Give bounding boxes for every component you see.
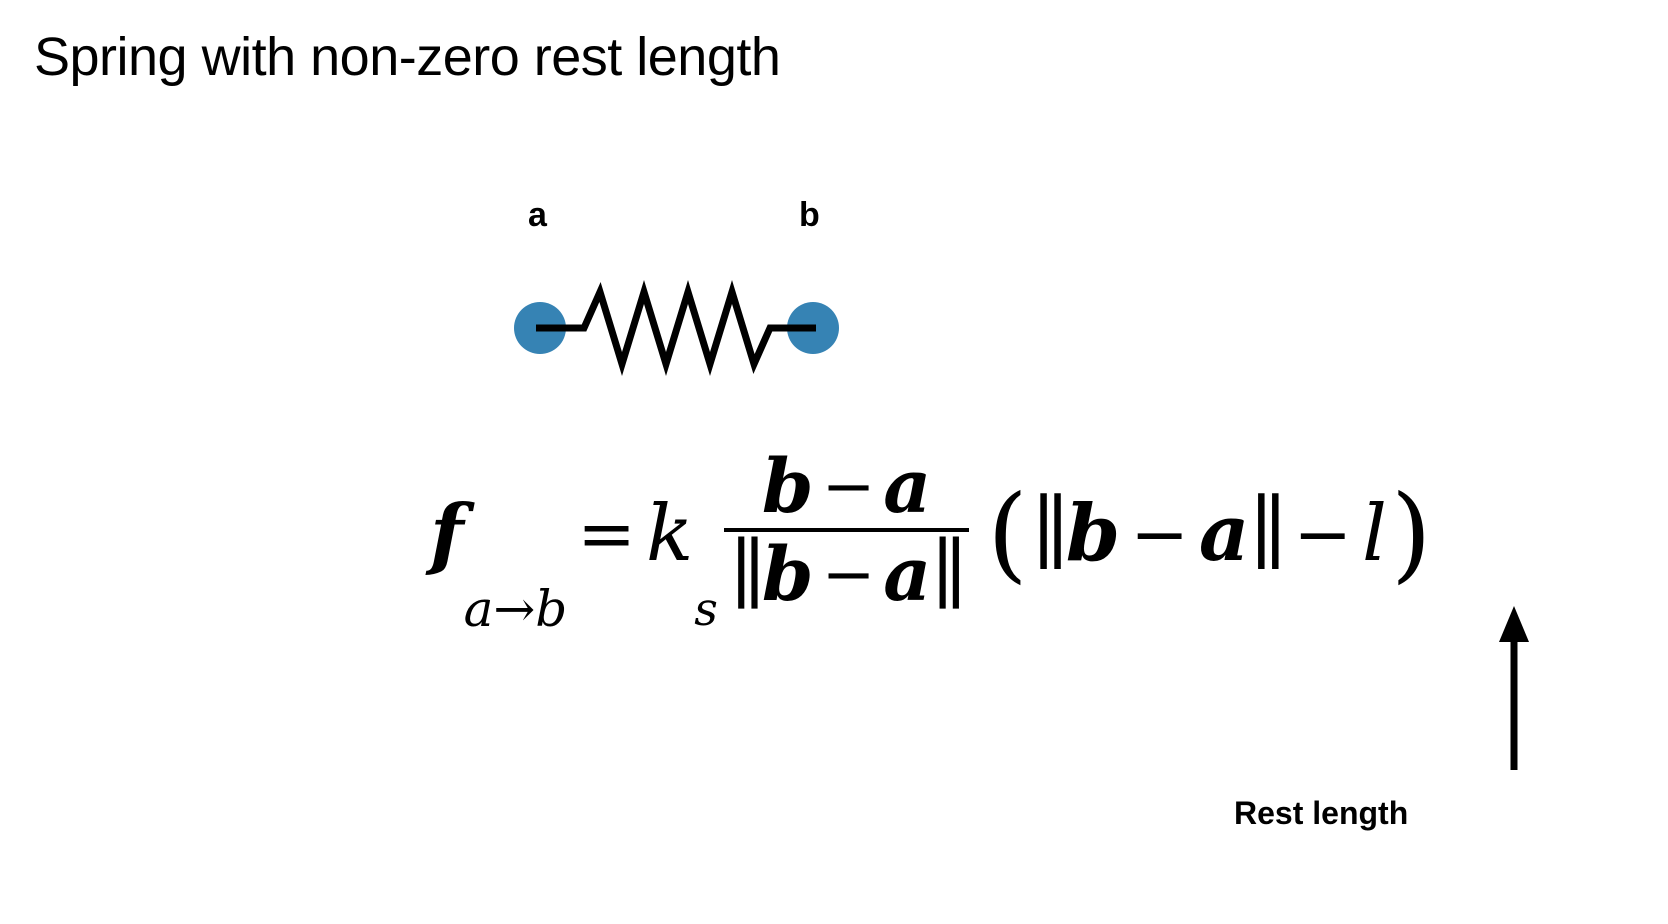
denominator-norm-open: ∥ <box>729 530 766 620</box>
node-label-b: b <box>799 196 820 234</box>
denominator-a: a <box>883 532 932 618</box>
term-close-paren: ) <box>1390 472 1432 595</box>
denominator-minus: − <box>821 538 876 612</box>
annotation-arrow-up-icon <box>1499 606 1529 770</box>
annotation-label-rest-length: Rest length <box>1234 795 1409 831</box>
numerator-b: b <box>761 444 814 530</box>
node-label-a: a <box>528 196 547 234</box>
formula-subscript-from: a <box>463 580 494 638</box>
formula-subscript-to: b <box>535 580 568 638</box>
formula-subscript-arrow: → <box>493 580 536 638</box>
term-open-paren: ( <box>987 472 1028 595</box>
formula-unit-vector-fraction: b − a ∥ b − a ∥ <box>723 450 970 614</box>
spring-force-formula: f a → b = k s b − a ∥ b − a ∥ <box>430 450 1432 634</box>
page-title: Spring with non-zero rest length <box>34 27 781 87</box>
denominator-b: b <box>761 532 814 618</box>
term-minus-outer: − <box>1293 493 1352 575</box>
fraction-denominator: ∥ b − a ∥ <box>724 536 969 614</box>
term-rest-length-symbol: l <box>1361 489 1387 579</box>
spring-diagram: a b <box>470 180 890 380</box>
fraction-numerator: b − a <box>756 450 937 524</box>
formula-stiffness-symbol: k <box>645 489 694 579</box>
spring-coil-icon <box>536 280 816 376</box>
denominator-norm-close: ∥ <box>931 530 967 620</box>
numerator-minus: − <box>821 450 876 524</box>
term-norm-open: ∥ <box>1031 486 1070 581</box>
fraction-bar <box>723 528 970 532</box>
term-a: a <box>1198 488 1250 579</box>
formula-force-symbol: f <box>430 488 464 579</box>
term-b: b <box>1065 488 1121 579</box>
formula-stiffness-subscript: s <box>694 582 718 636</box>
term-norm-close: ∥ <box>1249 486 1287 581</box>
term-minus-inner: − <box>1130 493 1189 575</box>
numerator-a: a <box>883 444 932 530</box>
formula-equals: = <box>577 493 636 575</box>
